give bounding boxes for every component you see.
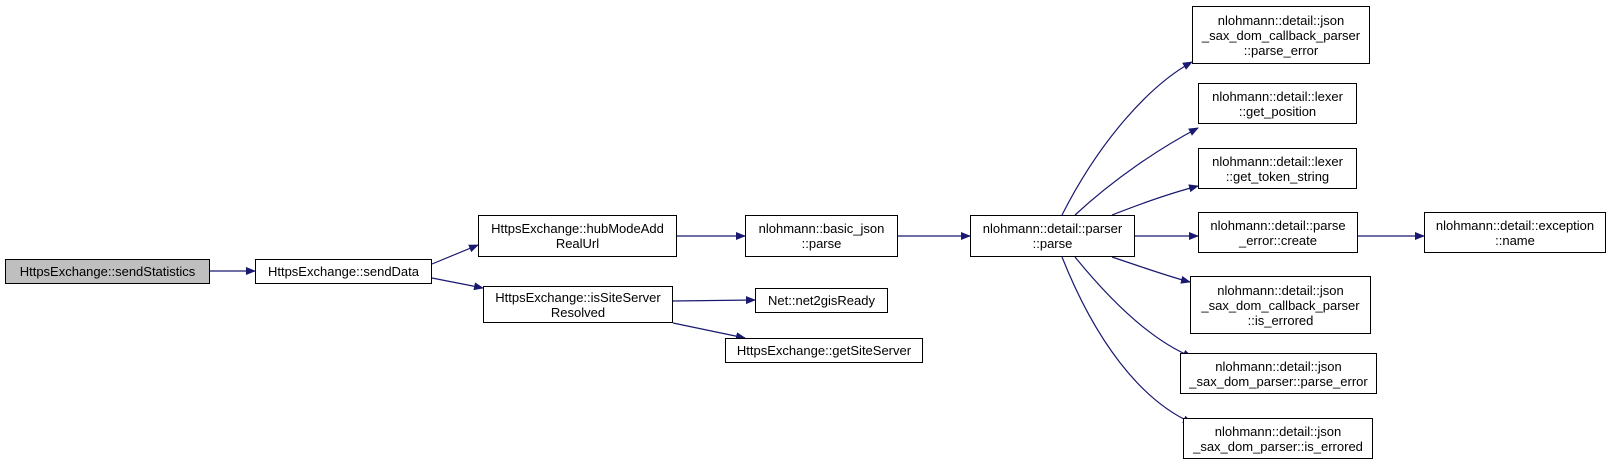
node-callback-parser-parse-error[interactable]: nlohmann::detail::json _sax_dom_callback…: [1192, 6, 1370, 64]
node-is-site-server-resolved[interactable]: HttpsExchange::isSiteServer Resolved: [483, 286, 673, 323]
node-send-statistics: HttpsExchange::sendStatistics: [5, 259, 210, 284]
node-lexer-get-position[interactable]: nlohmann::detail::lexer ::get_position: [1198, 83, 1357, 124]
node-basic-json-parse[interactable]: nlohmann::basic_json ::parse: [745, 215, 898, 257]
edge-parserparse-callbackiserrored: [1111, 256, 1191, 284]
node-exception-name[interactable]: nlohmann::detail::exception ::name: [1424, 212, 1606, 253]
edge-parserparse-lexergetposition: [1074, 127, 1199, 216]
node-hub-mode-add-real-url[interactable]: HttpsExchange::hubModeAdd RealUrl: [478, 215, 677, 257]
edge-parserparse-domparseerror: [1074, 256, 1193, 358]
node-callback-parser-is-errored[interactable]: nlohmann::detail::json _sax_dom_callback…: [1190, 276, 1371, 334]
edge-parserparse-domiserrored: [1061, 256, 1193, 424]
node-lexer-get-token-string[interactable]: nlohmann::detail::lexer ::get_token_stri…: [1198, 148, 1357, 189]
node-get-site-server[interactable]: HttpsExchange::getSiteServer: [725, 338, 923, 363]
node-dom-parser-is-errored[interactable]: nlohmann::detail::json _sax_dom_parser::…: [1183, 418, 1373, 459]
edge-parserparse-callbackparseerror: [1061, 61, 1193, 216]
node-parser-parse[interactable]: nlohmann::detail::parser ::parse: [970, 215, 1135, 257]
node-parse-error-create[interactable]: nlohmann::detail::parse _error::create: [1198, 212, 1358, 253]
edge-senddata-issiteserverresolved: [431, 277, 484, 291]
node-net2gis-ready[interactable]: Net::net2gisReady: [755, 288, 888, 313]
edge-parserparse-lexergettokenstring: [1111, 184, 1199, 216]
edge-senddata-hubmodeaddrealurl: [431, 244, 479, 265]
node-dom-parser-parse-error[interactable]: nlohmann::detail::json _sax_dom_parser::…: [1180, 353, 1377, 394]
node-send-data[interactable]: HttpsExchange::sendData: [255, 259, 432, 284]
edge-issiteserverresolved-getsiteserver: [672, 322, 746, 341]
edge-issiteserverresolved-net2gisready: [672, 296, 756, 305]
